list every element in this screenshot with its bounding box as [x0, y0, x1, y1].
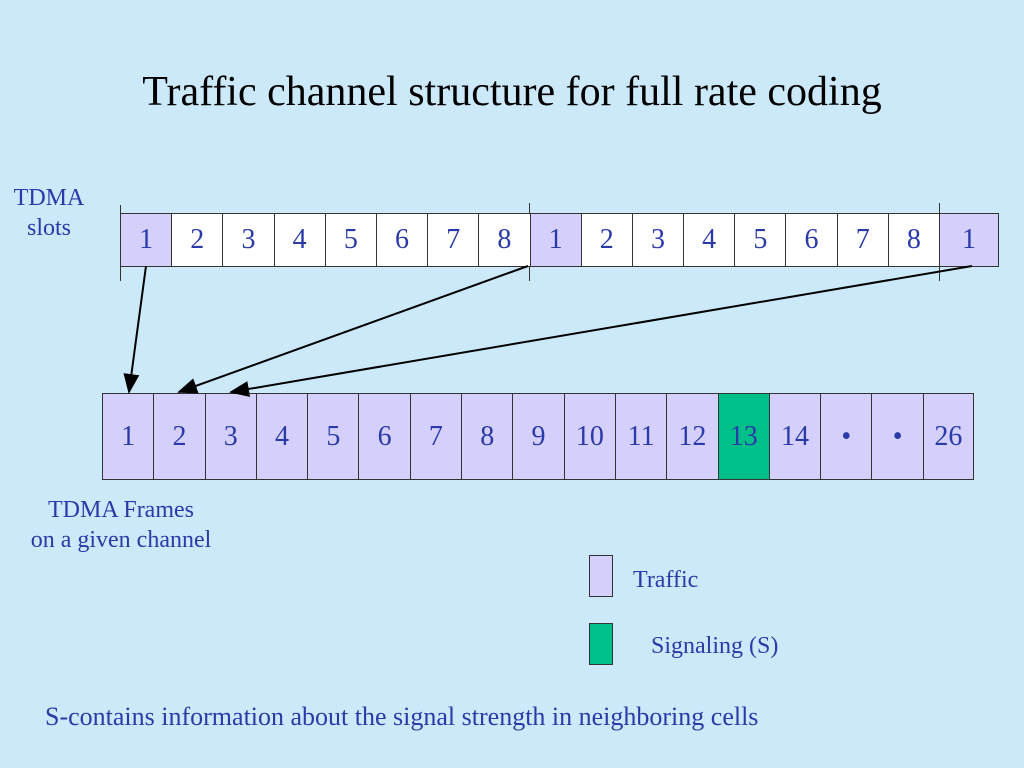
frame-cell: 6: [358, 394, 410, 479]
footer-note: S-contains information about the signal …: [45, 702, 759, 731]
slot-cell: 6: [785, 214, 837, 266]
frame-cell: 8: [461, 394, 513, 479]
slot-cell: 3: [222, 214, 274, 266]
frame-cell: 5: [307, 394, 359, 479]
slot-cell: 7: [427, 214, 479, 266]
slots-label: TDMA slots: [0, 183, 98, 243]
frame-cell: 14: [768, 394, 821, 479]
slot-cell: 1: [529, 214, 581, 266]
legend-traffic-swatch: [589, 555, 613, 597]
slot-cell: 7: [836, 214, 888, 266]
arrow-slot17-to-frame3: [229, 265, 973, 397]
arrow-slot1-to-frame1: [123, 265, 147, 394]
legend-traffic-label: Traffic: [633, 567, 699, 593]
legend-signaling-label: Signaling (S): [651, 633, 779, 659]
frame-cell: 1: [102, 394, 154, 479]
slot-cell: 8: [478, 214, 530, 266]
slot-cell: 2: [171, 214, 223, 266]
frame-cell: •: [820, 394, 872, 479]
legend-signaling-swatch: [589, 623, 613, 665]
slot-cell: 8: [887, 214, 939, 266]
slot-cell: 1: [120, 214, 172, 266]
frame-cell: 13: [717, 394, 769, 479]
slot-cell: 5: [734, 214, 786, 266]
slot-cell: 1: [939, 214, 999, 266]
frame-cell: 12: [666, 394, 718, 479]
frame-cell: •: [871, 394, 923, 479]
frames-label-line2: on a given channel: [30, 527, 212, 553]
slot-cell: 4: [683, 214, 735, 266]
slot-cell: 5: [324, 214, 376, 266]
frame-cell: 11: [614, 394, 667, 479]
frame-cell: 7: [409, 394, 462, 479]
frames-label-line1: TDMA Frames: [48, 497, 194, 523]
frame-cell: 2: [153, 394, 205, 479]
slots-label-line1: TDMA: [13, 185, 85, 211]
slots-label-line2: slots: [26, 215, 71, 241]
frame-cell: 10: [563, 394, 615, 479]
frame-cell: 4: [255, 394, 308, 479]
frame-cell: 3: [204, 394, 256, 479]
slot-cell: 6: [375, 214, 428, 266]
slot-cell: 4: [273, 214, 325, 266]
arrow-slot9-to-frame2: [177, 265, 529, 394]
slot-cell: 3: [631, 214, 684, 266]
slot-cell: 2: [580, 214, 632, 266]
frame-cell: 26: [922, 394, 975, 479]
frames-label: TDMA Frames on a given channel: [0, 495, 242, 555]
page-title: Traffic channel structure for full rate …: [142, 69, 882, 115]
frame-cell: 9: [512, 394, 564, 479]
